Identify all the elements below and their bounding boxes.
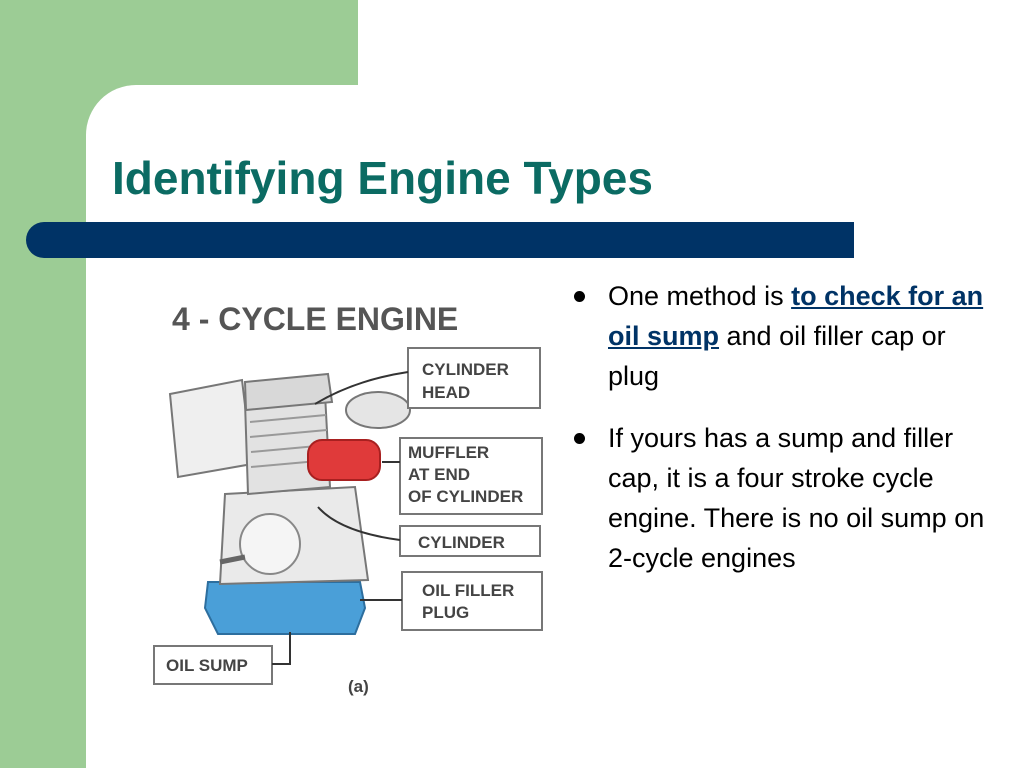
engine-diagram: 4 - CYCLE ENGINE CYL bbox=[150, 282, 550, 700]
svg-text:CYLINDER: CYLINDER bbox=[418, 533, 505, 552]
bullet-item: If yours has a sump and filler cap, it i… bbox=[570, 418, 990, 578]
bullet-text: One method is bbox=[608, 281, 792, 311]
slide-title: Identifying Engine Types bbox=[112, 152, 653, 204]
label-cylinder: CYLINDER bbox=[399, 525, 541, 557]
svg-text:OIL FILLER: OIL FILLER bbox=[422, 581, 514, 600]
callout-arrows bbox=[272, 371, 409, 665]
label-cylinder-head: CYLINDER HEAD bbox=[407, 347, 541, 409]
svg-text:MUFFLER: MUFFLER bbox=[408, 443, 489, 462]
svg-text:HEAD: HEAD bbox=[422, 383, 470, 402]
label-oil-sump: OIL SUMP bbox=[153, 645, 273, 685]
svg-text:PLUG: PLUG bbox=[422, 603, 469, 622]
bullet-text: and oil filler cap or plug bbox=[608, 321, 946, 391]
label-oil-filler-plug: OIL FILLER PLUG bbox=[401, 571, 543, 631]
svg-text:OIL SUMP: OIL SUMP bbox=[166, 656, 248, 675]
bullet-dot-icon bbox=[574, 291, 585, 302]
svg-text:OF CYLINDER: OF CYLINDER bbox=[408, 487, 523, 506]
slide-top-strip bbox=[358, 0, 1024, 86]
bullet-text: If yours has a sump and filler cap, it i… bbox=[608, 423, 985, 573]
label-muffler: MUFFLER AT END OF CYLINDER bbox=[399, 437, 543, 515]
svg-text:CYLINDER: CYLINDER bbox=[422, 360, 509, 379]
figure-caption: (a) bbox=[348, 677, 369, 696]
title-divider-bar bbox=[26, 222, 854, 258]
diagram-heading: 4 - CYCLE ENGINE bbox=[172, 301, 458, 337]
svg-text:AT END: AT END bbox=[408, 465, 470, 484]
engine-illustration bbox=[168, 372, 411, 635]
bullet-highlight: to check for an oil sump bbox=[608, 281, 984, 351]
bullet-list: One method is to check for an oil sump a… bbox=[570, 276, 990, 600]
bullet-dot-icon bbox=[574, 433, 585, 444]
bullet-item: One method is to check for an oil sump a… bbox=[570, 276, 990, 396]
